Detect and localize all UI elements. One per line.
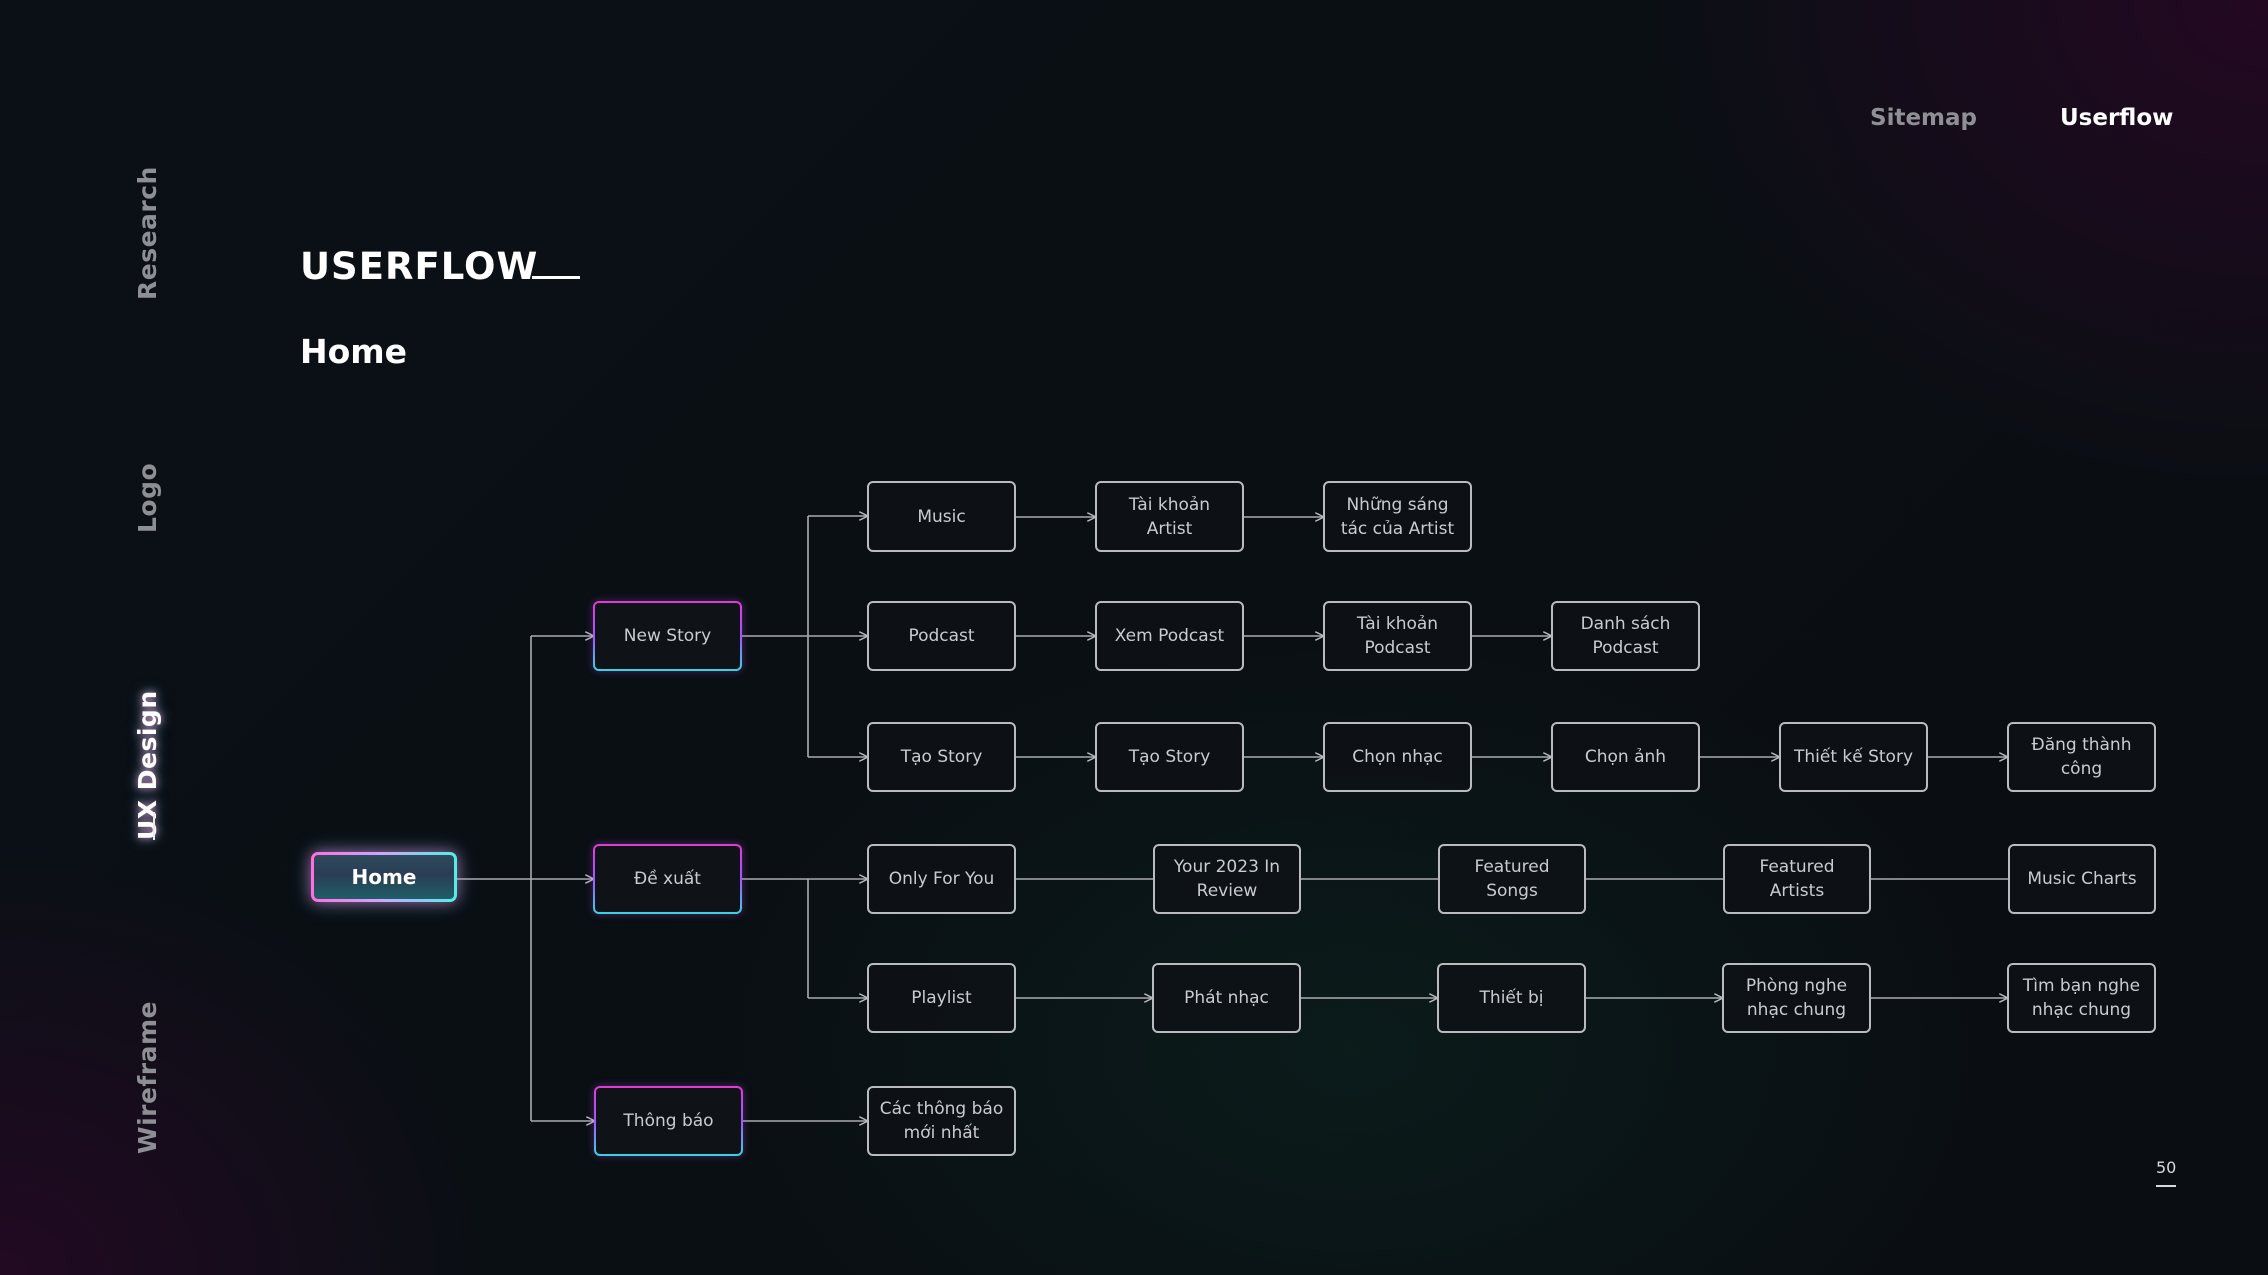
title-underline	[532, 276, 580, 279]
side-nav-active-marker	[153, 812, 155, 840]
section-title: Home	[300, 332, 408, 371]
page-number: 50	[2156, 1158, 2177, 1177]
node-tao-story-1[interactable]: Tạo Story	[867, 722, 1016, 792]
page-title: USERFLOW	[300, 245, 539, 288]
node-new-story[interactable]: New Story	[593, 601, 742, 671]
node-nhung-sang-tac[interactable]: Những sáng tác của Artist	[1323, 481, 1472, 552]
tab-sitemap[interactable]: Sitemap	[1870, 105, 1977, 131]
node-featured-songs[interactable]: Featured Songs	[1438, 844, 1586, 914]
node-your-2023-in-review[interactable]: Your 2023 In Review	[1153, 844, 1301, 914]
side-nav: Research Logo UX Design Wireframe	[0, 0, 270, 1275]
node-phat-nhac[interactable]: Phát nhạc	[1152, 963, 1301, 1033]
tab-userflow[interactable]: Userflow	[2060, 105, 2174, 131]
node-xem-podcast[interactable]: Xem Podcast	[1095, 601, 1244, 671]
node-tai-khoan-artist[interactable]: Tài khoản Artist	[1095, 481, 1244, 552]
node-podcast[interactable]: Podcast	[867, 601, 1016, 671]
node-thiet-bi[interactable]: Thiết bị	[1437, 963, 1586, 1033]
node-playlist[interactable]: Playlist	[867, 963, 1016, 1033]
node-thong-bao[interactable]: Thông báo	[594, 1086, 743, 1156]
page-number-underline	[2156, 1185, 2176, 1187]
node-phong-nghe-nhac-chung[interactable]: Phòng nghe nhạc chung	[1722, 963, 1871, 1033]
node-de-xuat[interactable]: Đề xuất	[593, 844, 742, 914]
node-home[interactable]: Home	[311, 852, 457, 902]
node-chon-anh[interactable]: Chọn ảnh	[1551, 722, 1700, 792]
node-music[interactable]: Music	[867, 481, 1016, 552]
node-music-charts[interactable]: Music Charts	[2008, 844, 2156, 914]
node-tao-story-2[interactable]: Tạo Story	[1095, 722, 1244, 792]
node-thiet-ke-story[interactable]: Thiết kế Story	[1779, 722, 1928, 792]
node-tai-khoan-podcast[interactable]: Tài khoản Podcast	[1323, 601, 1472, 671]
node-only-for-you[interactable]: Only For You	[867, 844, 1016, 914]
node-dang-thanh-cong[interactable]: Đăng thành công	[2007, 722, 2156, 792]
node-cac-thong-bao-moi-nhat[interactable]: Các thông báo mới nhất	[867, 1086, 1016, 1156]
node-tim-ban-nghe-nhac-chung[interactable]: Tìm bạn nghe nhạc chung	[2007, 963, 2156, 1033]
node-danh-sach-podcast[interactable]: Danh sách Podcast	[1551, 601, 1700, 671]
node-featured-artists[interactable]: Featured Artists	[1723, 844, 1871, 914]
node-chon-nhac[interactable]: Chọn nhạc	[1323, 722, 1472, 792]
